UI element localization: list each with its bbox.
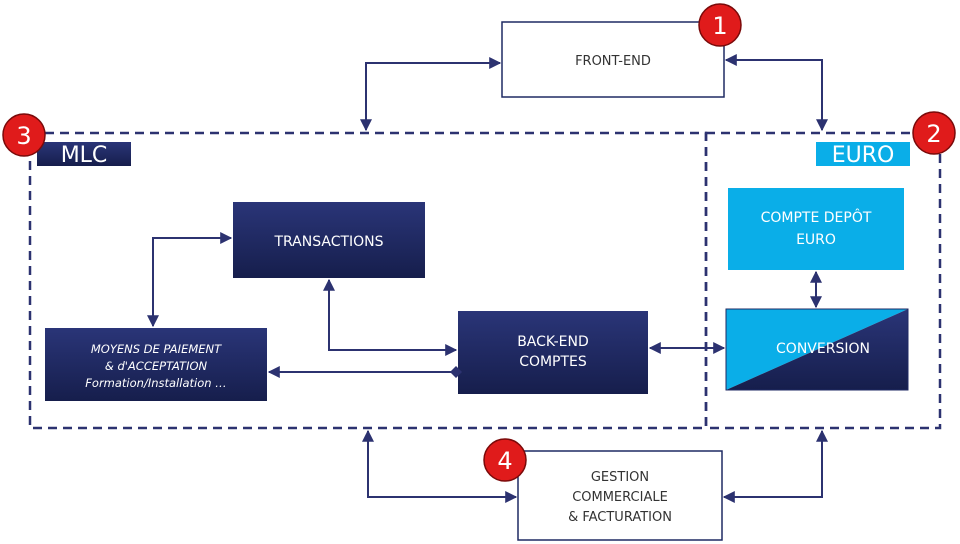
svg-text:MLC: MLC [61, 143, 108, 168]
compte-depot-euro-box: COMPTE DEPÔT EURO [728, 188, 904, 270]
svg-text:COMPTE DEPÔT: COMPTE DEPÔT [761, 208, 872, 226]
svg-text:& FACTURATION: & FACTURATION [568, 510, 672, 525]
svg-text:3: 3 [16, 122, 31, 150]
badge-3: 3 [2, 113, 46, 157]
svg-text:TRANSACTIONS: TRANSACTIONS [273, 234, 383, 250]
euro-region [704, 131, 942, 430]
svg-text:& d'ACCEPTATION: & d'ACCEPTATION [105, 359, 208, 373]
svg-text:COMPTES: COMPTES [519, 354, 587, 370]
gestion-commerciale-box: GESTION COMMERCIALE & FACTURATION [517, 450, 723, 541]
svg-text:GESTION: GESTION [591, 470, 649, 485]
svg-text:2: 2 [926, 120, 941, 148]
arrowhead-icon [724, 54, 828, 132]
svg-text:CONVERSION: CONVERSION [776, 341, 870, 357]
conversion-box: CONVERSION [725, 308, 909, 391]
back-end-comptes-box: BACK-END COMPTES [458, 311, 648, 394]
euro-label: EURO [816, 142, 910, 168]
svg-text:COMMERCIALE: COMMERCIALE [572, 490, 668, 505]
badge-2: 2 [912, 111, 956, 155]
svg-text:EURO: EURO [832, 143, 895, 168]
svg-text:Formation/Installation …: Formation/Installation … [85, 376, 226, 390]
mlc-region [28, 131, 708, 430]
arrowhead-icon [362, 429, 518, 503]
arrowhead-icon [722, 429, 828, 503]
arrowhead-icon [323, 278, 458, 356]
connectors [147, 54, 828, 503]
svg-text:MOYENS DE PAIEMENT: MOYENS DE PAIEMENT [91, 342, 222, 356]
mlc-label: MLC [37, 142, 131, 168]
svg-text:BACK-END: BACK-END [517, 334, 589, 350]
badge-4: 4 [483, 438, 527, 482]
svg-text:FRONT-END: FRONT-END [575, 54, 651, 69]
svg-text:4: 4 [497, 447, 512, 475]
front-end-box: FRONT-END [501, 21, 725, 98]
arrowhead-icon [360, 57, 502, 132]
badge-1: 1 [698, 3, 742, 47]
moyens-paiement-box: MOYENS DE PAIEMENT & d'ACCEPTATION Forma… [45, 328, 267, 401]
svg-text:1: 1 [712, 12, 727, 40]
transactions-box: TRANSACTIONS [233, 202, 425, 278]
svg-text:EURO: EURO [796, 232, 836, 248]
arrowhead-icon [147, 232, 233, 328]
